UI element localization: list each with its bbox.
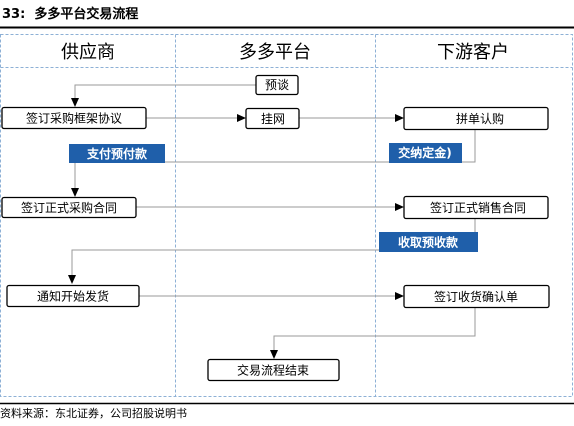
node-kuangjia-label: 签订采购框架协议 <box>26 111 122 126</box>
node-fahuo: 通知开始发货 <box>6 284 140 308</box>
node-caigou-label: 签订正式采购合同 <box>21 200 117 215</box>
figure-label: 33: <box>2 7 26 22</box>
connector-yutan-kuangjia <box>71 84 256 107</box>
connector-pindan-caigou <box>71 130 476 197</box>
node-jieshu-label: 交易流程结束 <box>237 363 309 378</box>
figure-title: 33: 多多平台交易流程 <box>2 4 138 26</box>
lane-title-customer: 下游客户 <box>437 42 509 63</box>
lane-title-supplier: 供应商 <box>61 42 115 63</box>
source-note: 资料来源：东北证券，公司招股说明书 <box>0 407 187 420</box>
node-yutan-label: 预谈 <box>265 78 289 92</box>
tag-dingjin-label: 交纳定金) <box>398 145 452 160</box>
node-caigou: 签订正式采购合同 <box>1 196 137 219</box>
node-shouhuo: 签订收货确认单 <box>403 284 550 309</box>
connector-shouhuo-jieshu <box>270 308 476 359</box>
tag-yufu-label: 支付预付款 <box>86 146 148 161</box>
node-pindan: 拼单认购 <box>403 106 549 131</box>
tag-yushou-label: 收取预收款 <box>398 235 459 250</box>
node-xiaoshou: 签订正式销售合同 <box>403 195 549 220</box>
tag-dingjin: 交纳定金) <box>389 143 462 163</box>
node-shouhuo-label: 签订收货确认单 <box>434 289 518 304</box>
tag-yufu: 支付预付款 <box>69 144 165 163</box>
node-fahuo-label: 通知开始发货 <box>37 289 109 304</box>
node-kuangjia: 签订采购框架协议 <box>1 106 147 130</box>
node-guawang: 挂网 <box>245 107 300 130</box>
figure-title-text: 多多平台交易流程 <box>34 7 139 22</box>
node-yutan: 预谈 <box>255 74 299 96</box>
tag-yushou: 收取预收款 <box>379 232 478 252</box>
node-xiaoshou-label: 签订正式销售合同 <box>430 200 526 215</box>
node-pindan-label: 拼单认购 <box>456 111 504 126</box>
lane-title-platform: 多多平台 <box>239 42 311 63</box>
node-guawang-label: 挂网 <box>261 112 285 126</box>
node-jieshu: 交易流程结束 <box>207 358 340 382</box>
